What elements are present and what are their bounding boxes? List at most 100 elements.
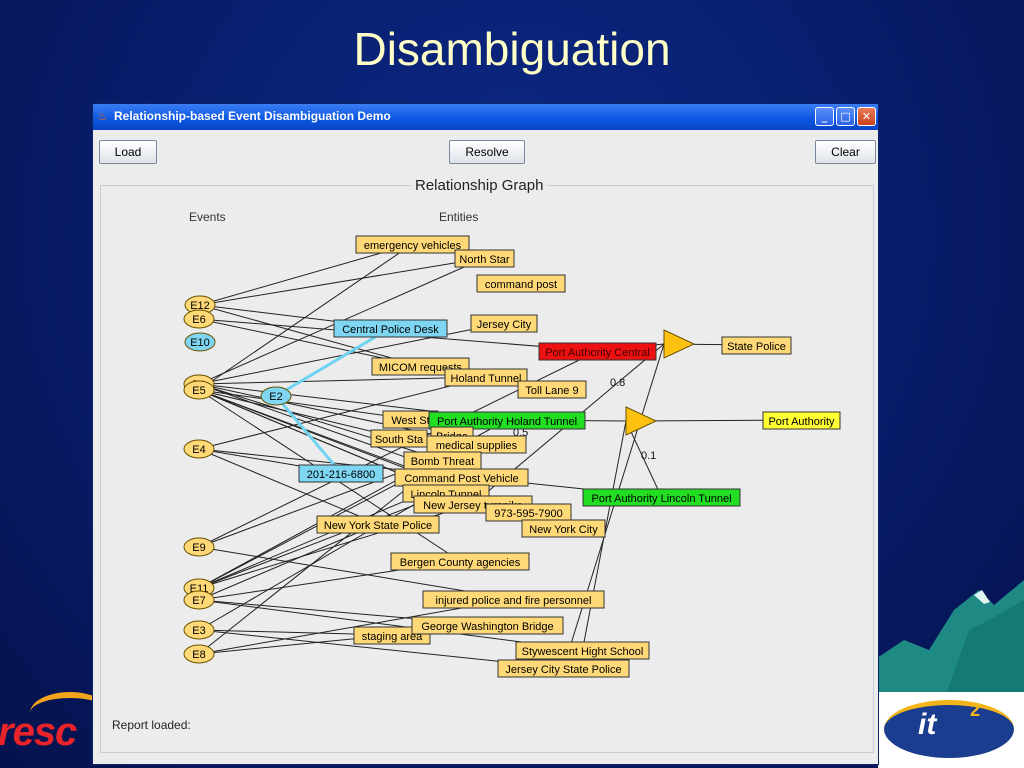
entity-label: Toll Lane 9 xyxy=(525,385,578,397)
relation-edge xyxy=(198,243,413,391)
relation-edge xyxy=(198,376,487,385)
entity-label: State Police xyxy=(727,341,786,353)
entity-label: New York State Police xyxy=(324,520,432,532)
entity-label: Stywescent Hight School xyxy=(522,646,644,658)
relation-edge xyxy=(198,389,411,420)
event-node-E9[interactable]: E9 xyxy=(183,537,215,557)
event-label: E6 xyxy=(192,314,205,326)
entity-node-ms[interactable]: medical supplies xyxy=(426,435,527,454)
entity-label: Bomb Threat xyxy=(411,456,474,468)
event-label: E3 xyxy=(192,625,205,637)
load-button[interactable]: Load xyxy=(99,140,157,164)
entity-node-cpd[interactable]: Central Police Desk xyxy=(333,319,448,338)
entity-label: 973-595-7900 xyxy=(494,508,563,520)
event-node-E4[interactable]: E4 xyxy=(183,439,215,459)
entity-node-sp[interactable]: State Police xyxy=(721,336,792,355)
edge-weight-label: 0.8 xyxy=(610,377,625,389)
relation-edge xyxy=(198,376,487,450)
relation-edge xyxy=(198,448,379,525)
entity-node-cp[interactable]: command post xyxy=(476,274,566,293)
entity-label: Command Post Vehicle xyxy=(404,473,518,485)
entity-node-ns[interactable]: North Star xyxy=(454,249,515,268)
event-node-E2[interactable]: E2 xyxy=(260,386,292,406)
it2-logo: it 2 xyxy=(878,692,1024,768)
resolver-triangle[interactable] xyxy=(625,406,658,436)
entity-node-jc[interactable]: Jersey City xyxy=(470,314,538,333)
entity-label: North Star xyxy=(459,254,509,266)
entity-label: Port Authority Holand Tunnel xyxy=(437,416,577,428)
events-column-label: Events xyxy=(189,210,226,224)
edge-weight-label: 0.1 xyxy=(641,450,656,462)
entity-node-ev[interactable]: emergency vehicles xyxy=(355,235,470,254)
entity-node-shs[interactable]: Stywescent Hight School xyxy=(515,641,650,660)
entity-label: injured police and fire personnel xyxy=(436,595,592,607)
entity-node-jcsp[interactable]: Jersey City State Police xyxy=(497,659,630,678)
entity-label: Central Police Desk xyxy=(342,324,439,336)
entity-node-pa[interactable]: Port Authority xyxy=(762,411,841,430)
window-title: Relationship-based Event Disambiguation … xyxy=(114,109,391,123)
relation-edge xyxy=(198,546,514,600)
entity-node-gwb[interactable]: George Washington Bridge xyxy=(411,616,564,635)
entity-node-palt[interactable]: Port Authority Lincoln Tunnel xyxy=(582,488,741,507)
event-node-E8[interactable]: E8 xyxy=(183,644,215,664)
entity-label: Jersey City xyxy=(477,319,532,331)
status-text: Report loaded: xyxy=(112,718,191,732)
entity-label: George Washington Bridge xyxy=(421,621,553,633)
resolver-edge xyxy=(625,420,662,498)
window-titlebar[interactable]: ♨ Relationship-based Event Disambiguatio… xyxy=(93,104,878,130)
entity-node-sa[interactable]: staging area xyxy=(353,626,431,645)
relation-edge xyxy=(199,304,421,367)
event-label: E9 xyxy=(192,542,205,554)
entity-node-nysp[interactable]: New York State Police xyxy=(316,515,440,534)
close-icon[interactable]: ✕ xyxy=(857,107,876,126)
entity-label: staging area xyxy=(362,631,423,643)
entity-node-bca[interactable]: Bergen County agencies xyxy=(390,552,530,571)
resolver-triangle[interactable] xyxy=(663,329,696,359)
entity-label: South Sta xyxy=(375,434,424,446)
resolve-button[interactable]: Resolve xyxy=(449,140,525,164)
selected-edge xyxy=(274,395,343,474)
entity-node-bt[interactable]: Bomb Threat xyxy=(403,451,482,470)
mountain-graphic xyxy=(874,580,1024,700)
relation-edge xyxy=(198,492,447,589)
relation-edge xyxy=(199,243,413,306)
entity-label: medical supplies xyxy=(436,440,518,452)
entity-node-ht[interactable]: Holand Tunnel xyxy=(444,368,528,387)
entity-node-tl9[interactable]: Toll Lane 9 xyxy=(517,380,587,399)
minimize-icon[interactable]: _ xyxy=(815,107,834,126)
clear-button[interactable]: Clear xyxy=(815,140,876,164)
entity-label: Port Authority Lincoln Tunnel xyxy=(591,493,731,505)
entity-node-ph[interactable]: 201-216-6800 xyxy=(298,464,384,483)
event-label: E5 xyxy=(192,385,205,397)
entity-label: Holand Tunnel xyxy=(451,373,522,385)
event-node-E12[interactable]: E12 xyxy=(184,295,216,315)
entity-node-ipf[interactable]: injured police and fire personnel xyxy=(422,590,605,609)
entity-label: MICOM requests xyxy=(379,362,463,374)
maximize-icon[interactable]: □ xyxy=(836,107,855,126)
entity-node-ph2[interactable]: 973-595-7900 xyxy=(485,503,572,522)
demo-window: ♨ Relationship-based Event Disambiguatio… xyxy=(92,103,879,765)
entity-label: emergency vehicles xyxy=(364,240,462,252)
event-node-E3[interactable]: E3 xyxy=(183,620,215,640)
entity-node-ws[interactable]: West St xyxy=(382,410,439,429)
entity-label: Port Authority Central xyxy=(545,347,650,359)
entity-label: 201-216-6800 xyxy=(307,469,376,481)
java-cup-icon: ♨ xyxy=(97,109,108,123)
entity-node-nyc[interactable]: New York City xyxy=(521,519,606,538)
event-node-E6[interactable]: E6 xyxy=(183,309,215,329)
event-node-E5[interactable]: E5 xyxy=(183,380,215,400)
entity-label: West St xyxy=(391,415,429,427)
graph-title: Relationship Graph xyxy=(411,177,548,194)
event-label: E10 xyxy=(190,337,210,349)
entity-node-paht[interactable]: Port Authority Holand Tunnel xyxy=(428,411,586,430)
event-node-E10[interactable]: E10 xyxy=(184,332,216,352)
relation-edge xyxy=(198,389,400,439)
rescue-logo: resc xyxy=(0,690,100,768)
entity-node-ss[interactable]: South Sta xyxy=(370,429,428,448)
entity-node-pac[interactable]: Port Authority Central xyxy=(538,342,657,361)
event-node-E7[interactable]: E7 xyxy=(183,590,215,610)
entity-node-cpv[interactable]: Command Post Vehicle xyxy=(394,468,529,487)
relation-edge xyxy=(199,257,485,306)
entity-label: New York City xyxy=(529,524,598,536)
